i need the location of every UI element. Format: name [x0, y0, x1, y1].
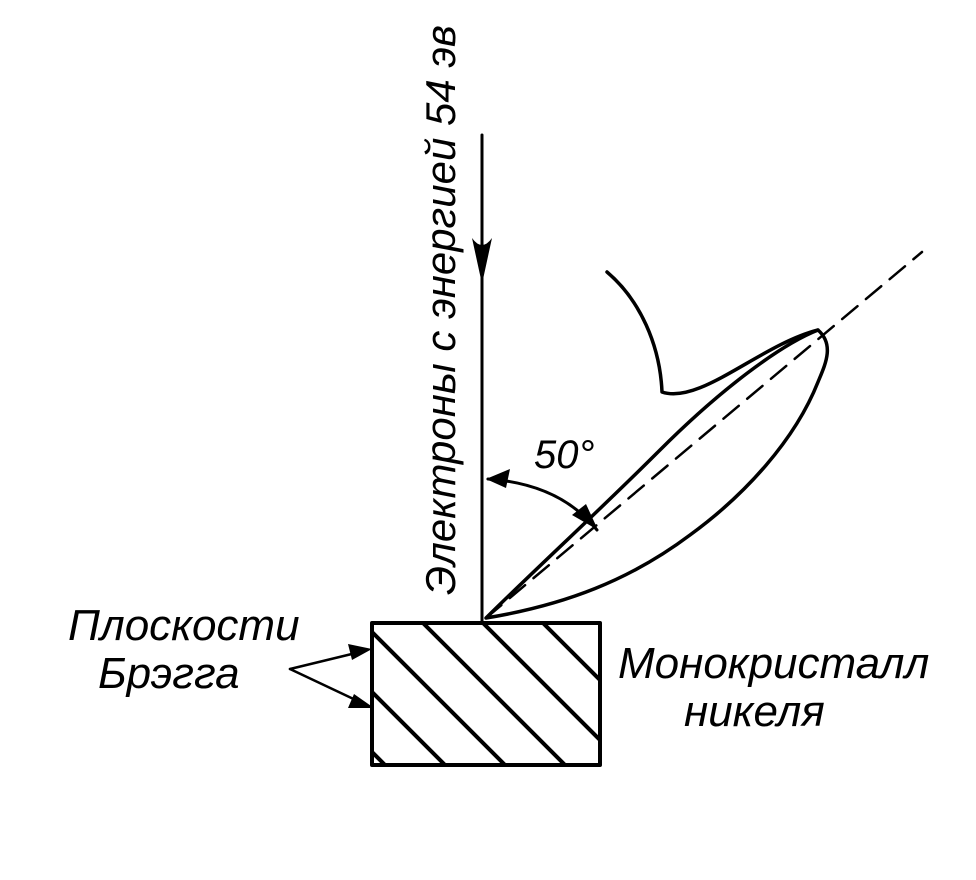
angle-label: 50°: [534, 433, 595, 477]
bragg-planes-label-line2: Брэгга: [98, 649, 240, 698]
angle-arc-arrowhead-right: [572, 504, 598, 530]
angle-arc-arrowhead-left: [486, 469, 510, 488]
secondary-intensity-curve: [605, 270, 820, 396]
bragg-planes-pointers: [288, 644, 374, 708]
diffraction-direction-dashed-line: [484, 250, 924, 620]
incident-beam-label: Электроны с энергией 54 эв: [417, 25, 464, 595]
crystal-label-line1: Монокристалл: [618, 639, 929, 688]
diffraction-intensity-lobe: [484, 328, 830, 620]
crystal-label-line2: никеля: [684, 687, 825, 736]
incident-beam-arrowhead: [472, 238, 492, 284]
crystal-outline: [370, 621, 602, 767]
bragg-planes-label-line1: Плоскости: [68, 601, 300, 650]
nickel-crystal: [370, 621, 602, 767]
bragg-plane-hatching: [372, 623, 600, 765]
